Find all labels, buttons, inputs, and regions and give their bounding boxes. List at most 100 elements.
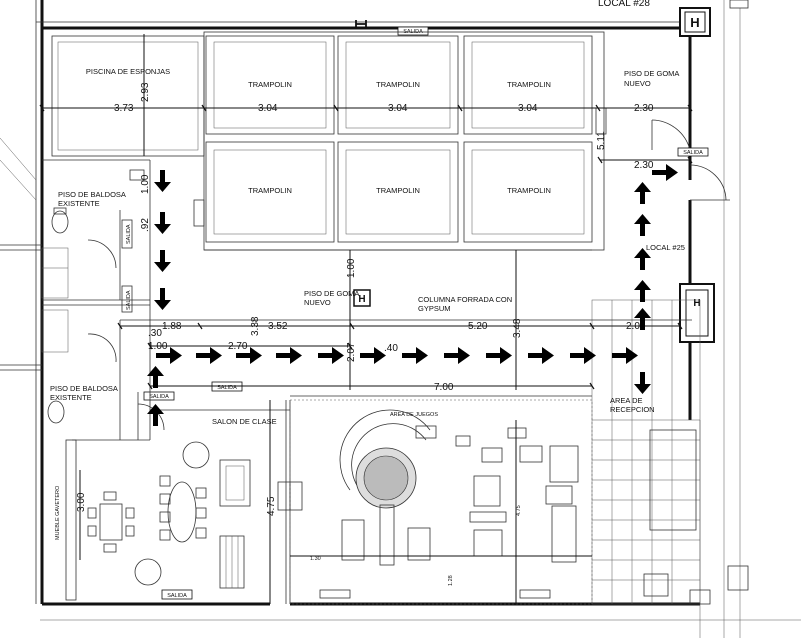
area-juegos-label: AREA DE JUEGOS (390, 412, 438, 418)
interior-walls (120, 160, 692, 410)
dimension-ticks (39, 104, 693, 390)
dimension-lines (42, 34, 690, 604)
salida-right-label: SALIDA (683, 150, 703, 156)
dim-0-40: .40 (384, 343, 398, 354)
piscina-label: PISCINA DE ESPONJAS (86, 67, 170, 76)
pad-left-1 (193, 199, 205, 227)
arrow-down-4 (154, 288, 171, 310)
hydrant-column-label: H (358, 294, 365, 305)
dim-3-04-c: 3.04 (518, 103, 538, 114)
dim-7-00: 7.00 (434, 382, 454, 393)
dim-3-04-b: 3.04 (388, 103, 408, 114)
arrow-right-11 (570, 347, 596, 364)
arrow-right-5 (318, 347, 344, 364)
recepcion-line2: RECEPCION (610, 405, 655, 414)
door-top-right (651, 119, 730, 201)
dim-3-04-a: 3.04 (258, 103, 278, 114)
hydrant-top-label: H (690, 15, 699, 30)
trampolin-label-6: TRAMPOLIN (507, 186, 551, 195)
local-25-label: LOCAL #25 (646, 243, 685, 252)
arrow-right-7 (402, 347, 428, 364)
piso-goma-top: PISO DE GOMA NUEVO (624, 69, 679, 88)
dim-1-00-b: 1.00 (346, 258, 357, 278)
trampolin-label-2: TRAMPOLIN (376, 80, 420, 89)
dim-3-73: 3.73 (114, 103, 134, 114)
arrow-up-2 (147, 404, 164, 426)
arrow-down-1 (154, 170, 171, 192)
baldosa-1-line2: EXISTENTE (58, 199, 100, 208)
piso-goma-mid-line1: PISO DE GOMA (304, 289, 359, 298)
salida-restroom-bottom: SALIDA (126, 290, 132, 310)
trampolin-label-4: TRAMPOLIN (248, 186, 292, 195)
dim-3-52: 3.52 (268, 321, 288, 332)
salida-corridor-label: SALIDA (217, 385, 237, 391)
arrow-right-exit (652, 164, 678, 181)
restroom-top: SALIDA (41, 159, 150, 301)
columna-line2: GYPSUM (418, 304, 451, 313)
top-h-marker (355, 20, 367, 28)
arrow-up-right-1 (634, 308, 651, 330)
evacuation-route (147, 164, 678, 426)
arrow-right-2 (196, 347, 222, 364)
salida-left-label: SALIDA (149, 394, 169, 400)
arrow-down-right-1 (634, 372, 651, 394)
columna-line1: COLUMNA FORRADA CON (418, 295, 512, 304)
piso-goma-top-line2: NUEVO (624, 79, 651, 88)
dim-1-28: 1.28 (448, 575, 454, 586)
top-right-box (729, 0, 749, 9)
dim-3-48: 3.48 (512, 318, 523, 338)
restroom-bottom: SALIDA (41, 285, 150, 440)
arrow-up-right-4 (634, 214, 651, 236)
trampolin-label-5: TRAMPOLIN (376, 186, 420, 195)
trampolin-bottom-row: TRAMPOLIN TRAMPOLIN TRAMPOLIN (205, 141, 593, 243)
dim-2-00: 2.00 (626, 321, 646, 332)
arrow-right-1 (156, 347, 182, 364)
dim-2-70: 2.70 (228, 341, 248, 352)
local-28-label: LOCAL #28 (598, 0, 650, 9)
dim-3-00: 3.00 (76, 492, 87, 512)
arrow-right-6 (360, 347, 386, 364)
dim-1-30: 1.30 (310, 556, 321, 562)
salida-right-sign: SALIDA (677, 147, 709, 157)
baldosa-1-line1: PISO DE BALDOSA (58, 190, 126, 199)
dim-5-20: 5.20 (468, 321, 488, 332)
arrow-right-8 (444, 347, 470, 364)
baldosa-2-line2: EXISTENTE (50, 393, 92, 402)
dim-1-00-a: 1.00 (140, 174, 151, 194)
salida-top-sign: SALIDA (397, 26, 429, 36)
piscina-room: PISCINA DE ESPONJAS (51, 35, 205, 157)
area-de-juegos: AREA DE JUEGOS (289, 399, 593, 605)
pad-right-1 (595, 107, 607, 135)
salon-label: SALON DE CLASE (212, 417, 277, 426)
salida-restroom-top: SALIDA (126, 224, 132, 244)
trampolin-top-row: TRAMPOLIN TRAMPOLIN TRAMPOLIN (205, 35, 593, 135)
arrow-right-10 (528, 347, 554, 364)
arrow-down-3 (154, 250, 171, 272)
arrow-right-4 (276, 347, 302, 364)
dim-2-93: 2.93 (140, 82, 151, 102)
dim-0-30: .30 (148, 328, 162, 339)
baldosa-2-line1: PISO DE BALDOSA (50, 384, 118, 393)
dim-4-75-b: 4.75 (516, 505, 522, 516)
arrow-up-right-3 (634, 248, 651, 270)
hydrant-column-sign: H (353, 289, 371, 307)
dim-3-38: 3.38 (250, 316, 261, 336)
recepcion-line1: AREA DE (610, 396, 643, 405)
dim-2-07: 2.07 (346, 342, 357, 362)
arrow-right-3 (236, 347, 262, 364)
area-de-recepcion: AREA DE RECEPCION (591, 299, 749, 605)
piso-goma-top-line1: PISO DE GOMA (624, 69, 679, 78)
salida-bottom-left-label: SALIDA (167, 593, 187, 599)
arrow-up-right-2 (634, 280, 651, 302)
trampolin-label-1: TRAMPOLIN (248, 80, 292, 89)
dim-2-30-b: 2.30 (634, 160, 654, 171)
dim-0-92: .92 (140, 218, 151, 232)
dim-1-88: 1.88 (162, 321, 182, 332)
piso-goma-mid-line2: NUEVO (304, 298, 331, 307)
hydrant-right-label: H (693, 298, 700, 309)
trampolin-label-3: TRAMPOLIN (507, 80, 551, 89)
arrow-right-12 (612, 347, 638, 364)
arrow-down-2 (154, 212, 171, 234)
